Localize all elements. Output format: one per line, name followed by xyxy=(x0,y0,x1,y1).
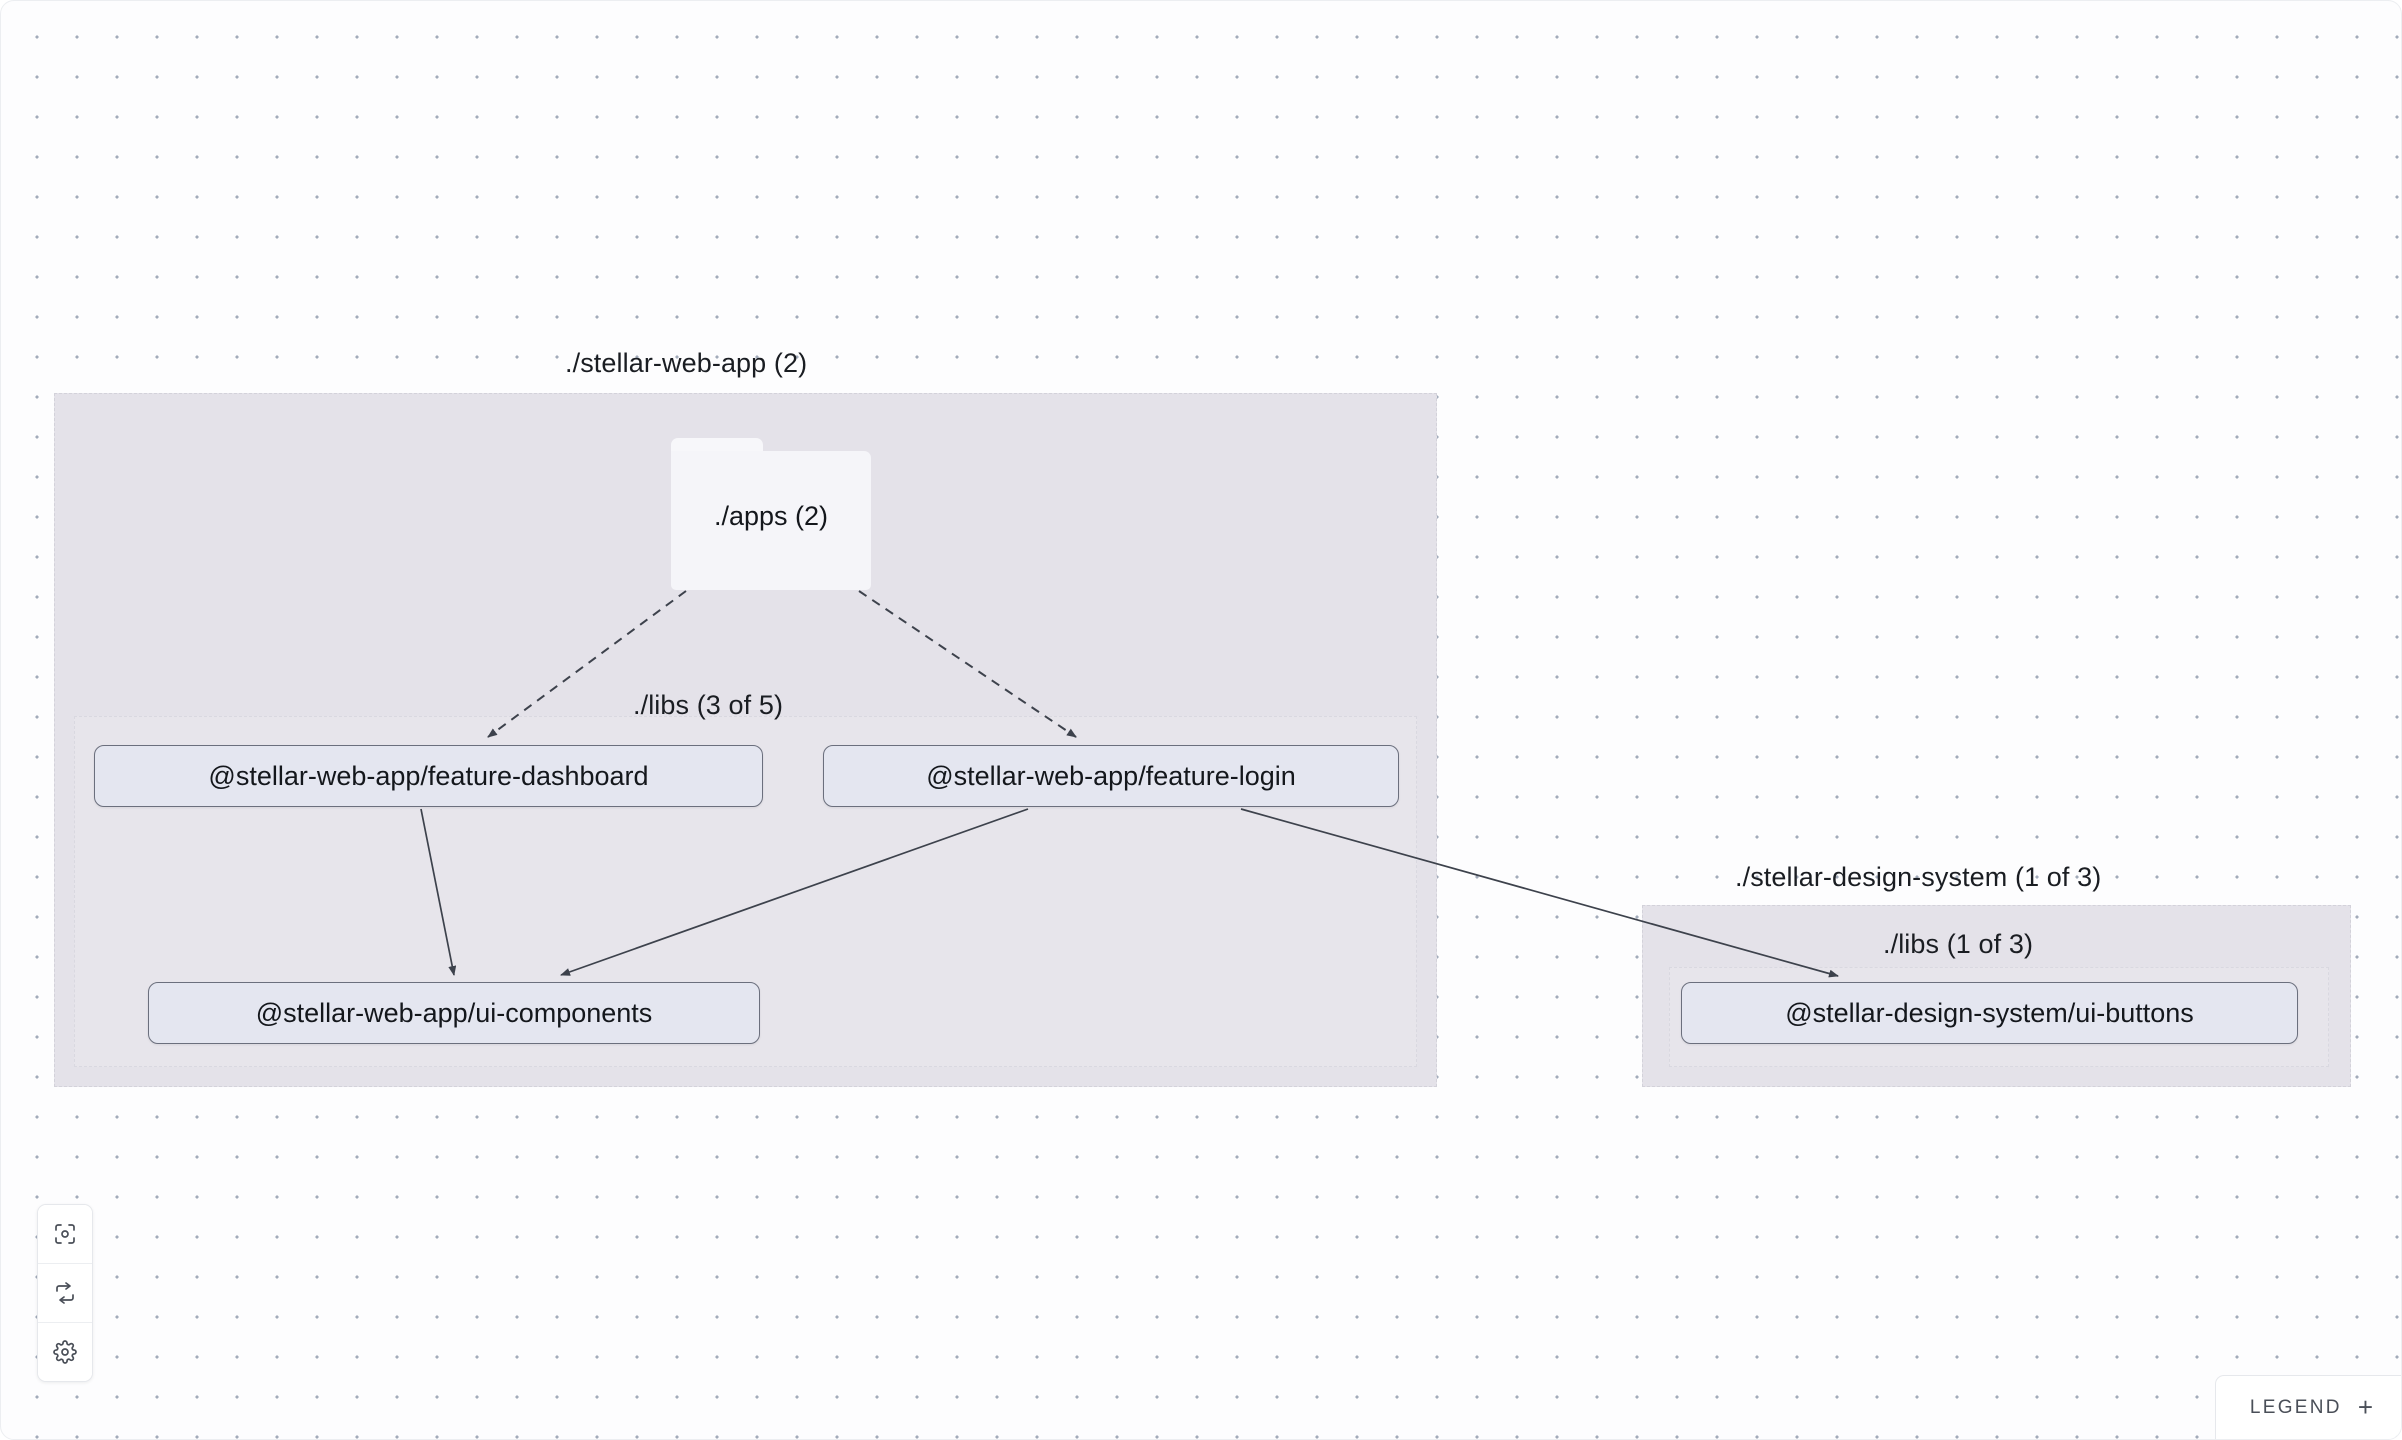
focus-target-icon xyxy=(53,1222,77,1246)
folder-node-apps[interactable]: ./apps (2) xyxy=(671,438,871,590)
refresh-graph-button[interactable] xyxy=(38,1264,92,1323)
subgroup-label-web-app-libs: ./libs (3 of 5) xyxy=(633,690,784,720)
project-node-ui-buttons[interactable]: @stellar-design-system/ui-buttons xyxy=(1681,982,2298,1044)
project-node-feature-dashboard[interactable]: @stellar-web-app/feature-dashboard xyxy=(94,745,763,807)
refresh-icon xyxy=(53,1281,77,1305)
folder-node-label: ./apps (2) xyxy=(713,501,829,531)
folder-body-shape: ./apps (2) xyxy=(671,451,871,590)
project-node-ui-components[interactable]: @stellar-web-app/ui-components xyxy=(148,982,760,1044)
settings-button[interactable] xyxy=(38,1323,92,1381)
legend-toggle-button[interactable]: LEGEND + xyxy=(2214,1375,2401,1439)
legend-label: LEGEND xyxy=(2249,1396,2342,1418)
focus-graph-button[interactable] xyxy=(38,1205,92,1264)
plus-icon: + xyxy=(2357,1391,2373,1422)
group-label-stellar-design-system: ./stellar-design-system (1 of 3) xyxy=(1735,862,2102,892)
graph-tool-panel[interactable] xyxy=(37,1204,93,1382)
subgroup-label-design-system-libs: ./libs (1 of 3) xyxy=(1883,929,2034,959)
project-node-feature-login[interactable]: @stellar-web-app/feature-login xyxy=(823,745,1399,807)
group-label-stellar-web-app: ./stellar-web-app (2) xyxy=(565,348,808,378)
gear-icon xyxy=(53,1340,77,1364)
